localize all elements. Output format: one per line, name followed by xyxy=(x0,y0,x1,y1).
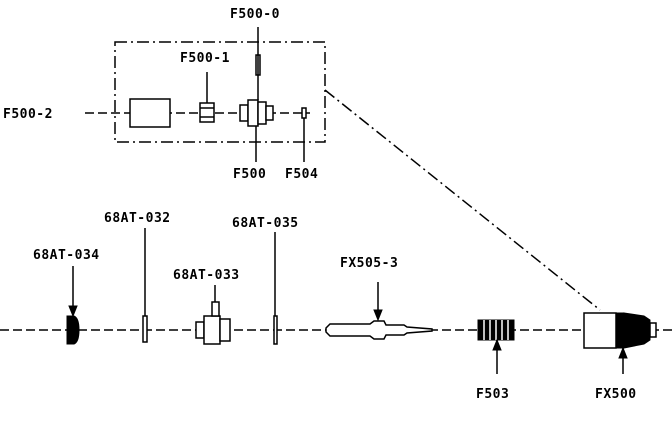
label-68at-033: 68AT-033 xyxy=(173,268,240,283)
label-f500-1: F500-1 xyxy=(180,51,230,66)
label-f500-0: F500-0 xyxy=(230,7,280,22)
part-f500-1 xyxy=(199,102,215,123)
part-68at-033 xyxy=(195,301,231,345)
part-f504 xyxy=(301,107,307,119)
inset-to-fx500-line xyxy=(324,89,601,311)
part-68at-032 xyxy=(142,315,148,343)
label-68at-034: 68AT-034 xyxy=(33,248,100,263)
label-f500: F500 xyxy=(233,167,266,182)
arrow-f503 xyxy=(492,338,502,351)
label-fx505-3: FX505-3 xyxy=(340,256,398,271)
part-f500-2 xyxy=(129,98,171,128)
label-f504: F504 xyxy=(285,167,318,182)
detail-inset-frame xyxy=(114,41,326,143)
part-fx500 xyxy=(583,312,657,349)
part-68at-035 xyxy=(273,315,278,345)
part-f500 xyxy=(239,99,274,127)
label-68at-032: 68AT-032 xyxy=(104,211,171,226)
arrow-fx500 xyxy=(618,346,628,359)
label-68at-035: 68AT-035 xyxy=(232,216,299,231)
part-68at-034 xyxy=(66,315,80,345)
part-fx505-3 xyxy=(325,320,433,340)
part-f503 xyxy=(477,319,515,341)
arrow-68at-034 xyxy=(68,305,78,318)
label-f503: F503 xyxy=(476,387,509,402)
label-fx500: FX500 xyxy=(595,387,637,402)
arrow-fx505-3 xyxy=(373,309,383,322)
label-f500-2: F500-2 xyxy=(3,107,53,122)
